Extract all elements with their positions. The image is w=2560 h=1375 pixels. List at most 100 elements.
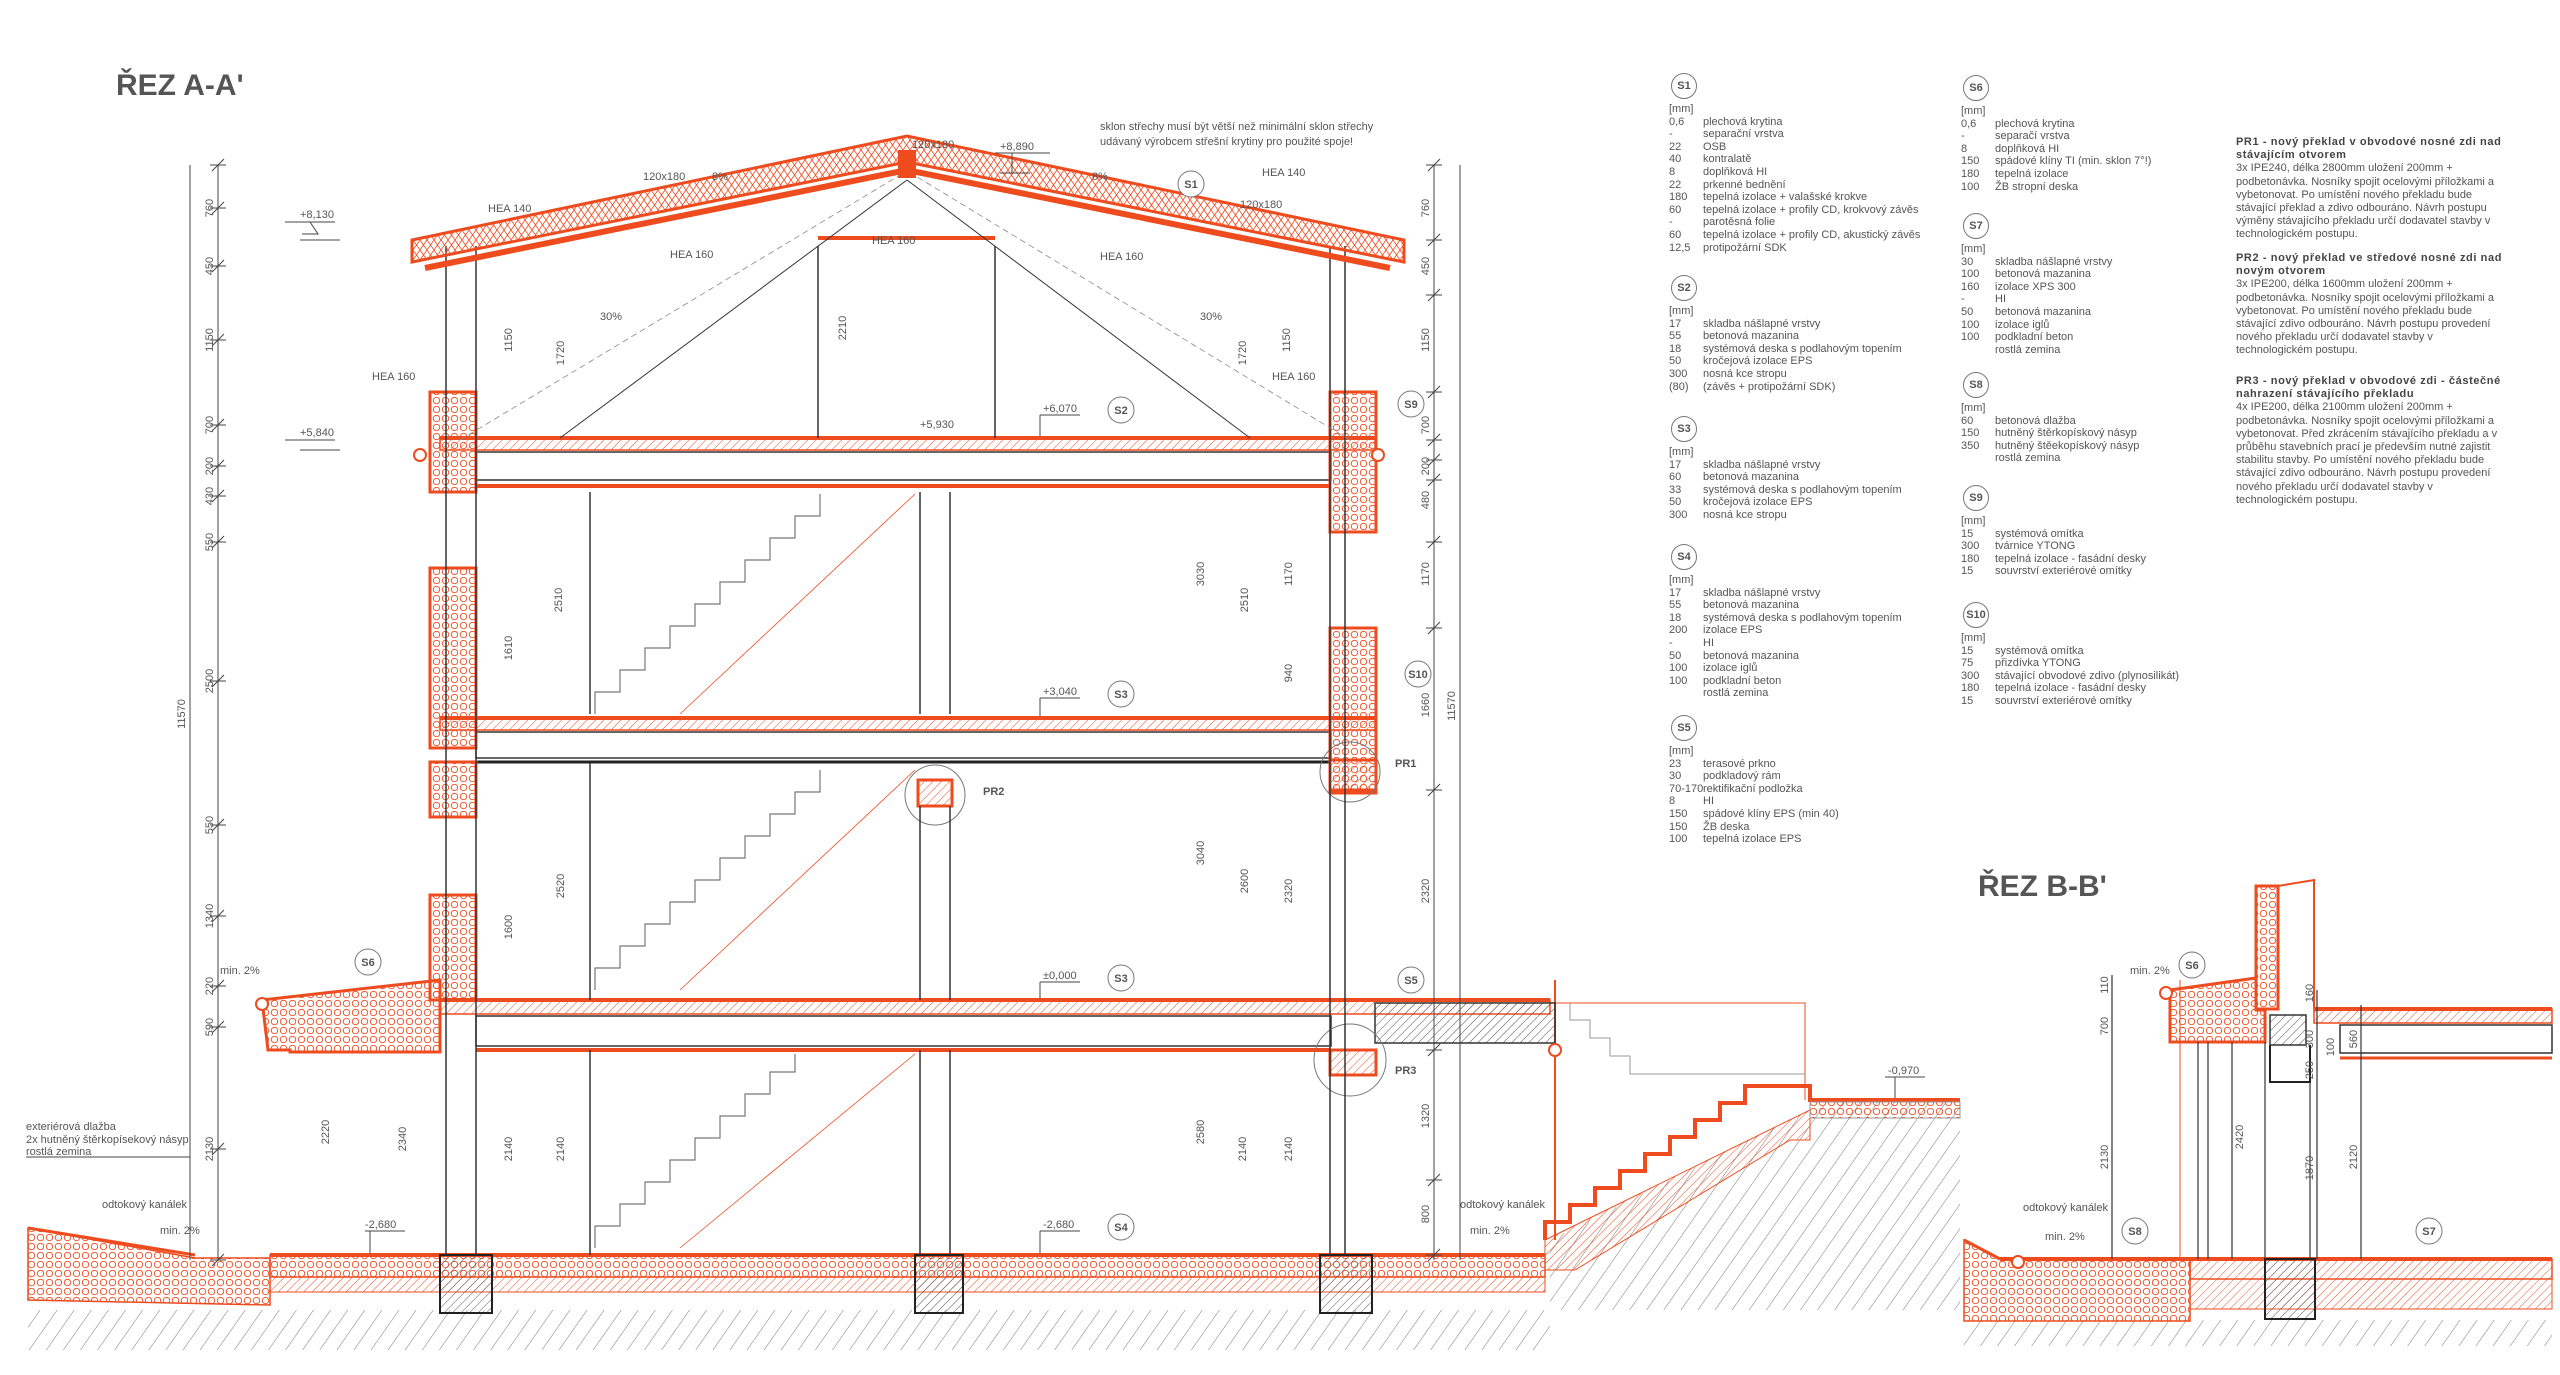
dimension-label: 1170 (1283, 562, 1295, 586)
dimension-label: 550 (204, 533, 216, 551)
elevation-marker: +5,840 (300, 427, 334, 439)
dimension-tick (1426, 288, 1442, 302)
elevation-marker: +8,890 (1000, 141, 1034, 153)
layer-thickness: 8 (1669, 165, 1676, 178)
layer-name: betonová mazanina (1703, 649, 1800, 662)
layer-name: HI (1703, 636, 1714, 649)
dimension-label: 1340 (204, 904, 216, 928)
beam-note-title: PR1 - nový překlad v obvodové nosné zdi … (2236, 136, 2502, 162)
legend-layer: 60 betonová dlažba (1961, 415, 2221, 428)
pr1-detail-circle (1319, 741, 1381, 803)
terrain-hatch (28, 1100, 1960, 1350)
layer-name: souvrství exteriérové omítky (1995, 565, 2132, 578)
layer-name: tepelná izolace - fasádní desky (1995, 552, 2147, 565)
dimension-tick (1426, 233, 1442, 247)
layer-thickness: 60 (1961, 414, 1974, 427)
dimension-tick (1426, 621, 1442, 635)
beam-callout: PR1 (1395, 758, 1416, 770)
pr3-detail-circle (1313, 1023, 1387, 1097)
profile-label: HEA 160 (1100, 251, 1143, 263)
layer-thickness: - (1961, 130, 1965, 143)
profile-label: 120x180 (643, 171, 685, 183)
layer-name: rostlá zemina (1995, 452, 2061, 465)
layer-name: plechová krytina (1703, 115, 1783, 128)
canopy-b (2168, 976, 2267, 1044)
layer-name: stávající obvodové zdivo (plynosilikát) (1995, 669, 2180, 682)
layer-name: kontralatě (1703, 153, 1752, 166)
dimension-label: 110 (2099, 976, 2111, 994)
layer-name: HI (1995, 293, 2006, 306)
layer-thickness: 150 (1669, 807, 1688, 820)
legend-layer: rostlá zemina (1961, 344, 2221, 357)
layer-thickness: 15 (1961, 527, 1974, 540)
elevation-marker: -0,970 (1888, 1065, 1919, 1077)
layer-name: spádové klíny TI (min. sklon 7°!) (1995, 155, 2152, 168)
dimension-label: 560 (2348, 1030, 2360, 1048)
section-callout: S3 (1114, 689, 1127, 701)
dimension-label: 2130 (2099, 1145, 2111, 1169)
dimension-label: 11570 (176, 699, 188, 729)
legend-unit: [mm] (1669, 574, 1694, 586)
layer-thickness: 15 (1961, 694, 1974, 707)
dimension-tick (1426, 385, 1442, 399)
section-b (1963, 878, 2553, 1346)
dimension-tick (1426, 158, 1442, 172)
roof-note: sklon střechy musí být větší než minimál… (1100, 121, 1374, 133)
layer-name: parotěsná folie (1703, 216, 1776, 229)
lintel-pr1 (1328, 758, 1378, 792)
slope-label: min. 2% (2045, 1231, 2085, 1243)
layer-thickness: 18 (1669, 611, 1682, 624)
wall-b (2254, 884, 2280, 1011)
layer-name: betonová dlažba (1995, 414, 2076, 427)
layer-name: izolace EPS (1703, 624, 1763, 637)
layer-name: terasové prkno (1703, 757, 1776, 770)
section-callout: S2 (1114, 405, 1127, 417)
dimension-label: 1600 (503, 915, 515, 939)
terrain-left (27, 1227, 271, 1306)
profile-label: 120x180 (912, 139, 954, 151)
section-callout: S8 (2128, 1226, 2141, 1238)
slope-label: min. 2% (160, 1225, 200, 1237)
drain-label: odtokový kanálek (102, 1199, 187, 1211)
layer-name: nosná kce stropu (1703, 367, 1787, 380)
dimension-label: 11570 (1446, 691, 1458, 721)
layer-thickness: 180 (1961, 167, 1980, 180)
section-callout: S6 (2185, 960, 2198, 972)
layer-name: podkladní beton (1995, 331, 2074, 344)
layer-name: systémová omítka (1995, 527, 2084, 540)
layer-name: podkladní beton (1703, 674, 1782, 687)
layer-name: tepelná izolace + profily CD, akustický … (1703, 228, 1921, 241)
legend-layer: 15 systémová omítka (1961, 528, 2221, 541)
foundation (914, 1254, 964, 1314)
layer-thickness: 60 (1669, 471, 1682, 484)
wall-left (428, 760, 478, 819)
dimension-label: 2600 (1239, 869, 1251, 893)
legend-layer: rostlá zemina (1961, 452, 2221, 465)
dimension-label: 2580 (1195, 1120, 1207, 1144)
layer-name: skladba nášlapné vrstvy (1703, 317, 1821, 330)
layer-thickness: 15 (1961, 644, 1974, 657)
layer-thickness: - (1961, 293, 1965, 306)
layer-name: podkladový rám (1703, 770, 1781, 783)
layer-thickness: 180 (1961, 682, 1980, 695)
dimension-tick (210, 1253, 226, 1267)
layer-name: systémová omítka (1995, 644, 2084, 657)
legend-id-badge: S6 (1963, 75, 1989, 101)
layer-thickness: 33 (1669, 483, 1682, 496)
foundation (1319, 1254, 1373, 1314)
dimension-tick (210, 535, 226, 549)
